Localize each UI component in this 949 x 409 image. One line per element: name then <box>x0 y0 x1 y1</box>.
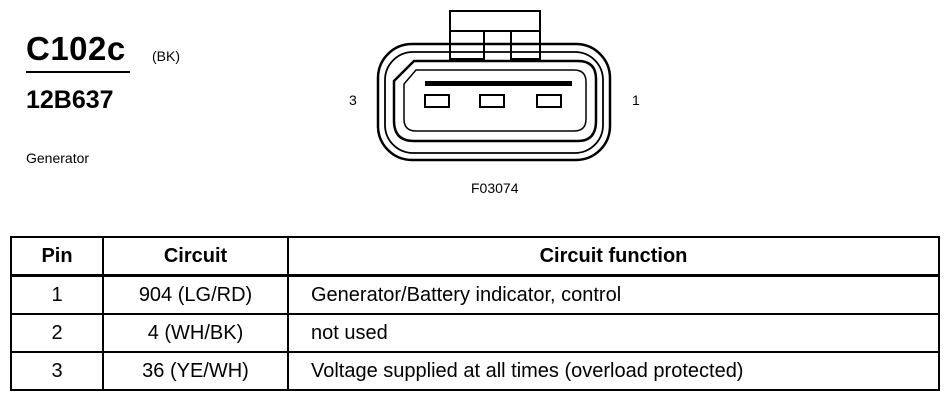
pin-label-3: 3 <box>349 92 357 108</box>
circuit-cell: 904 (LG/RD) <box>102 274 289 315</box>
terminal-3 <box>424 94 450 108</box>
connector-housing <box>376 42 612 162</box>
figure-code: F03074 <box>471 180 519 196</box>
function-cell: not used <box>287 313 940 353</box>
pin-label-1: 1 <box>632 92 640 108</box>
table-row: 1 904 (LG/RD) Generator/Battery indicato… <box>10 274 940 315</box>
part-number: 12B637 <box>26 86 114 114</box>
header-divider <box>26 71 130 73</box>
terminal-1 <box>536 94 562 108</box>
circuit-cell: 4 (WH/BK) <box>102 313 289 353</box>
circuit-cell: 36 (YE/WH) <box>102 351 289 391</box>
connector-id: C102c <box>26 30 126 67</box>
pinout-table: Pin Circuit Circuit function 1 904 (LG/R… <box>10 236 940 391</box>
column-header-function: Circuit function <box>287 236 940 277</box>
function-cell: Voltage supplied at all times (overload … <box>287 351 940 391</box>
pin-cell: 3 <box>10 351 104 391</box>
column-header-pin: Pin <box>10 236 104 277</box>
connector-face-diagram <box>376 10 612 162</box>
connector-color: (BK) <box>152 48 180 64</box>
component-name: Generator <box>26 150 90 166</box>
terminal-group <box>424 94 562 108</box>
pin-cell: 2 <box>10 313 104 353</box>
terminal-2 <box>479 94 505 108</box>
table-row: 2 4 (WH/BK) not used <box>10 313 940 353</box>
pin-cell: 1 <box>10 274 104 315</box>
column-header-circuit: Circuit <box>102 236 289 277</box>
function-cell: Generator/Battery indicator, control <box>287 274 940 315</box>
table-row: 3 36 (YE/WH) Voltage supplied at all tim… <box>10 351 940 391</box>
table-header-row: Pin Circuit Circuit function <box>10 236 940 277</box>
